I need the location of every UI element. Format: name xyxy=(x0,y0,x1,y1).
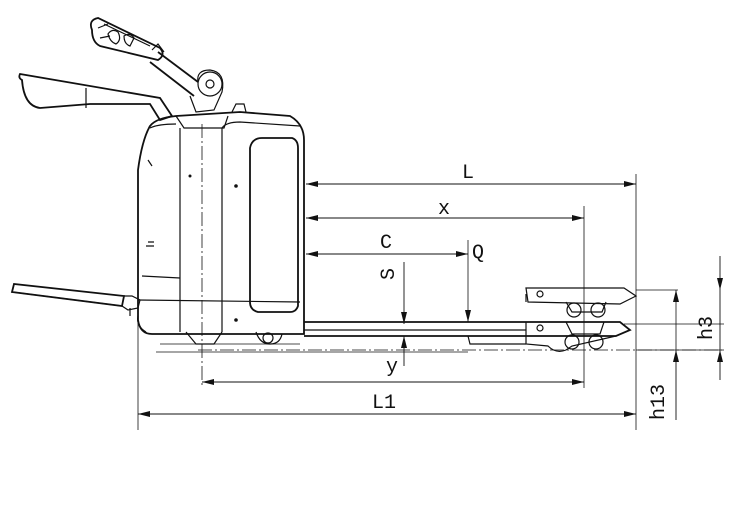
dimension-h3: h3 xyxy=(696,256,723,380)
label-y: y xyxy=(386,356,398,379)
operator-rail xyxy=(18,73,174,122)
load-marker-Q: Q xyxy=(465,242,484,322)
dimension-C: C xyxy=(306,232,468,257)
label-S: S xyxy=(378,268,401,280)
dimension-S: S xyxy=(378,262,407,324)
dimension-h13: h13 xyxy=(648,290,679,420)
truck-body xyxy=(137,103,305,345)
label-x: x xyxy=(438,198,450,221)
raised-fork-outline xyxy=(525,287,638,318)
label-L: L xyxy=(462,162,474,185)
forks xyxy=(304,321,632,352)
label-C: C xyxy=(380,232,392,255)
folding-platform xyxy=(10,283,141,316)
label-Q: Q xyxy=(472,242,484,265)
dimension-x: x xyxy=(306,198,584,221)
label-h13: h13 xyxy=(648,384,671,420)
label-L1: L1 xyxy=(372,392,396,415)
dimension-y: y xyxy=(386,336,407,379)
dimension-L1-inner xyxy=(202,379,584,385)
dimension-L1: L1 xyxy=(138,392,636,417)
tiller-handle xyxy=(89,17,224,113)
reference-lines xyxy=(137,124,724,430)
dimension-L: L xyxy=(306,162,636,187)
label-h3: h3 xyxy=(696,316,719,340)
